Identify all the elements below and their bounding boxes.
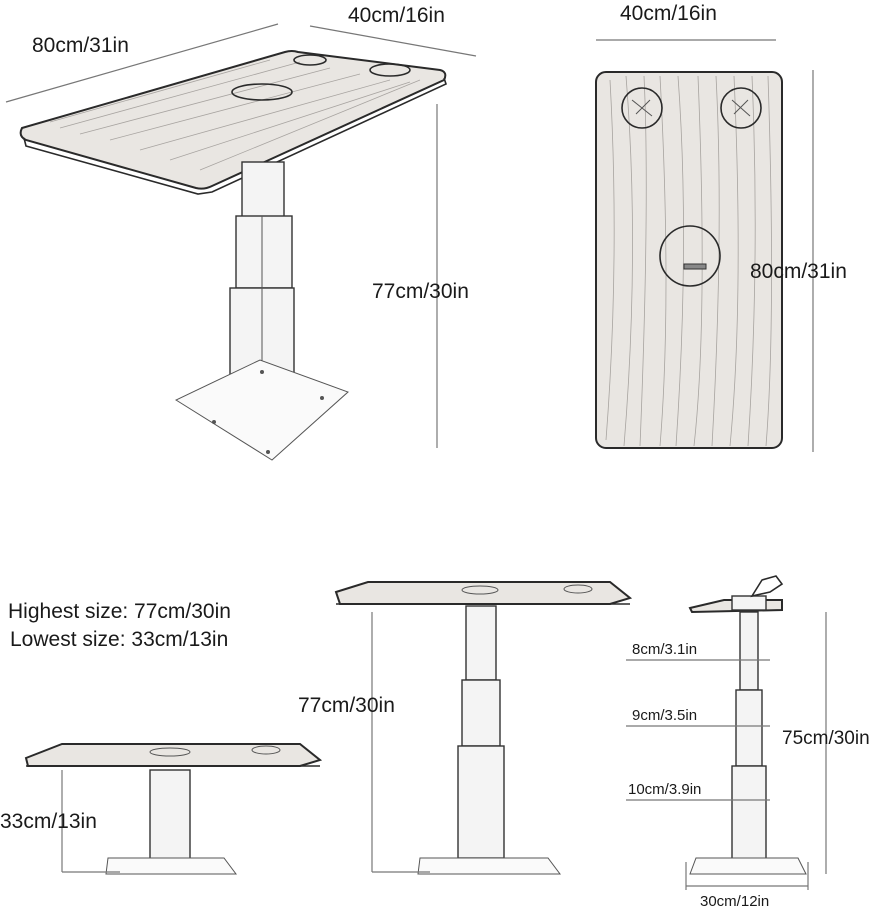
side-height-label: 75cm/30in [782,728,870,749]
side-base [689,857,807,875]
high-upper-column [465,605,497,681]
side-lock-block [731,595,767,611]
high-middle-column [461,679,501,747]
length-dimension-line [5,23,279,103]
high-lower-column [457,745,505,859]
high-table: 77cm/30in [298,581,633,875]
width-dimension-line [309,25,477,57]
tabletop-edge [23,77,447,195]
tabletop [19,50,447,190]
high-height-label: 77cm/30in [298,694,395,717]
low-height-label: 33cm/13in [0,810,97,833]
plan-cup-holder-right [720,87,762,129]
center-cup-holder [231,83,293,101]
high-base [417,857,561,875]
width-label: 40cm/16in [348,4,445,27]
low-table: 33cm/13in [0,743,323,875]
side-upper-column [739,611,759,691]
plan-view: 40cm/16in 80cm/31in [595,2,847,452]
section2-label: 9cm/3.5in [632,707,697,724]
section3-label: 10cm/3.9in [628,781,701,798]
section1-label: 8cm/3.1in [632,641,697,658]
low-base [105,857,237,875]
plan-length-label: 80cm/31in [750,260,847,283]
plan-cup-holder-left [621,87,663,129]
height-label: 77cm/30in [372,280,469,303]
side-middle-column [735,689,763,767]
height-range: Highest size: 77cm/30in Lowest size: 33c… [8,600,231,651]
cup-holder-left [293,54,327,66]
floor-plate [174,359,349,461]
middle-column [235,215,293,289]
upper-column [241,161,285,219]
side-view: 8cm/3.1in 9cm/3.5in 10cm/3.9in 75cm/30in… [626,575,870,910]
cup-holder-right [369,63,411,77]
side-lower-column [731,765,767,861]
plan-width-label: 40cm/16in [620,2,717,25]
plan-tabletop [595,71,783,449]
base-width-label: 30cm/12in [700,893,769,910]
lowest-size-text: Lowest size: 33cm/13in [10,628,228,651]
side-lever [750,575,784,598]
perspective-table: 80cm/31in 40cm/16in 77cm/30in [5,4,477,461]
plan-center-adjuster [659,225,721,287]
low-column [149,769,191,861]
highest-size-text: Highest size: 77cm/30in [8,600,231,623]
length-label: 80cm/31in [32,34,129,57]
